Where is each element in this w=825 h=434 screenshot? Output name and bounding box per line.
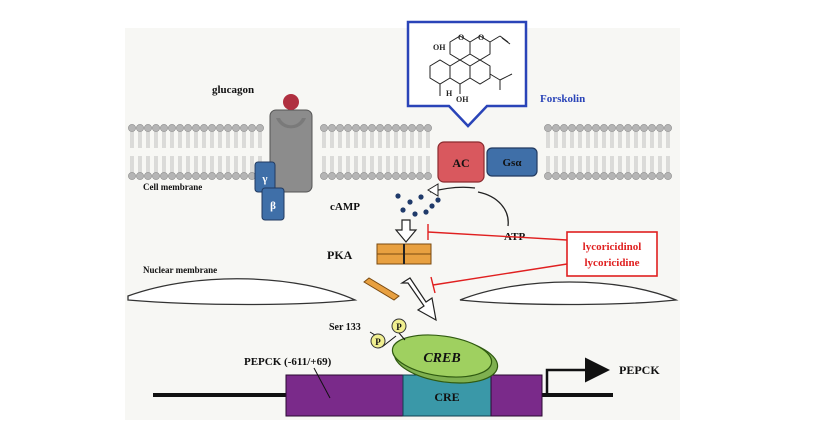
promoter-region-right [490, 374, 543, 417]
pka-complex [376, 243, 432, 265]
glucagon-receptor [269, 109, 313, 193]
forskolin-label: Forskolin [540, 93, 585, 105]
structure-h: H [446, 89, 453, 98]
phosphate-group-1: P [370, 333, 397, 349]
inhibition-lines [427, 224, 568, 294]
forskolin-structure [429, 35, 513, 96]
glucagon-ligand [283, 94, 299, 110]
transcription-start-arrow [545, 357, 610, 395]
pka-label: PKA [327, 248, 353, 262]
inhibitor-label-2: lycoricidine [585, 257, 640, 269]
creb-label: CREB [423, 351, 460, 366]
inhibitor-label-1: lycoricidinol [583, 241, 642, 253]
promoter-pointer [313, 367, 331, 399]
ac-label: AC [452, 156, 469, 170]
nuclear-membrane-label: Nuclear membrane [143, 265, 217, 275]
structure-o-top: O [458, 33, 464, 42]
nuclear-membrane [127, 278, 679, 306]
camp-molecules [395, 193, 441, 217]
phosphate-group-2: P [391, 318, 407, 341]
promoter-region-left [285, 374, 404, 417]
glucagon-label: glucagon [212, 84, 254, 96]
forskolin-callout [406, 20, 528, 128]
phosphate-label-2: P [396, 322, 402, 332]
g-beta-subunit: β [261, 187, 285, 221]
cre-label: CRE [434, 390, 459, 404]
structure-o-ring: O [478, 33, 484, 42]
inhibitor-box: lycoricidinol lycoricidine [566, 231, 658, 277]
phosphate-label-1: P [375, 337, 381, 347]
camp-label: cAMP [330, 201, 360, 213]
cell-membrane [128, 124, 672, 180]
structure-oh-bottom: OH [456, 95, 469, 104]
ser133-label: Ser 133 [329, 322, 361, 333]
beta-label: β [270, 200, 276, 212]
pka-translocation-arrow [399, 277, 437, 322]
pepck-gene-label: PEPCK [619, 363, 660, 377]
gamma-label: γ [261, 173, 267, 185]
cell-membrane-label: Cell membrane [143, 182, 202, 192]
gs-alpha-subunit: Gsα [486, 147, 538, 177]
promoter-label: PEPCK (-611/+69) [244, 356, 332, 368]
adenylyl-cyclase: AC [437, 141, 485, 183]
atp-to-camp-arrow [427, 183, 509, 227]
structure-oh-top: OH [433, 43, 446, 52]
pka-catalytic-subunit [363, 277, 400, 301]
camp-to-pka-arrow [394, 219, 418, 243]
gs-alpha-label: Gsα [503, 157, 523, 169]
creb-protein: CREB [391, 334, 499, 384]
